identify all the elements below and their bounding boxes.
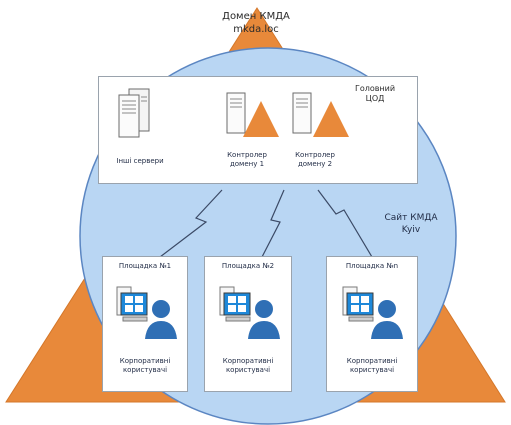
domain-controller-1-line1: Контролер (227, 151, 267, 159)
user-icon (378, 300, 396, 318)
location-2-users-line2: користувачі (225, 366, 271, 374)
location-1-name: Площадка №1 (118, 262, 172, 270)
location-n-users-label: Корпоративні користувачі (327, 357, 417, 375)
other-servers-label: Інші сервери (116, 157, 164, 165)
location-box-n: Площадка №n Корпоративні користувачі (326, 256, 418, 392)
workstation-icon (116, 286, 177, 339)
datacenter-title-line1: Головний (354, 84, 396, 93)
workstation-icon (342, 286, 403, 339)
location-1-users-line2: користувачі (122, 366, 168, 374)
site-title-line1: Сайт КМДА (384, 213, 438, 223)
location-n-users-line1: Корпоративні (346, 357, 398, 365)
location-2-users-line1: Корпоративні (222, 357, 274, 365)
datacenter-title: Головний ЦОД (345, 84, 405, 104)
workstation-icon (219, 286, 280, 339)
location-1-users-label: Корпоративні користувачі (103, 357, 187, 375)
domain-controller-2-label: Контролер домену 2 (285, 151, 345, 169)
domain-title: Домен КМДА mkda.loc (190, 10, 322, 36)
lightning-link-icon (159, 189, 373, 258)
location-box-2: Площадка №2 Корпоративні користувачі (204, 256, 292, 392)
server-icon (118, 88, 150, 138)
domain-controller-2-icon (292, 92, 349, 137)
domain-name: Домен КМДА (222, 11, 290, 22)
location-2-name: Площадка №2 (221, 262, 275, 270)
location-n-name: Площадка №n (345, 262, 399, 270)
domain-controller-1-icon (226, 92, 279, 137)
site-title-line2: Kyiv (401, 225, 421, 235)
domain-controller-2-line1: Контролер (295, 151, 335, 159)
location-box-1: Площадка №1 Корпоративні користувачі (102, 256, 188, 392)
domain-controller-1-label: Контролер домену 1 (217, 151, 277, 169)
location-1-users-line1: Корпоративні (119, 357, 171, 365)
user-icon (255, 300, 273, 318)
main-datacenter-box: Головний ЦОД Інші сервери Контролер доме… (98, 76, 418, 184)
location-n-users-line2: користувачі (349, 366, 395, 374)
domain-fqdn: mkda.loc (233, 24, 279, 35)
user-icon (152, 300, 170, 318)
domain-controller-2-line2: домену 2 (297, 160, 333, 168)
site-title: Сайт КМДА Kyiv (374, 212, 448, 236)
location-2-users-label: Корпоративні користувачі (205, 357, 291, 375)
datacenter-title-line2: ЦОД (365, 94, 385, 103)
domain-controller-1-line2: домену 1 (229, 160, 265, 168)
